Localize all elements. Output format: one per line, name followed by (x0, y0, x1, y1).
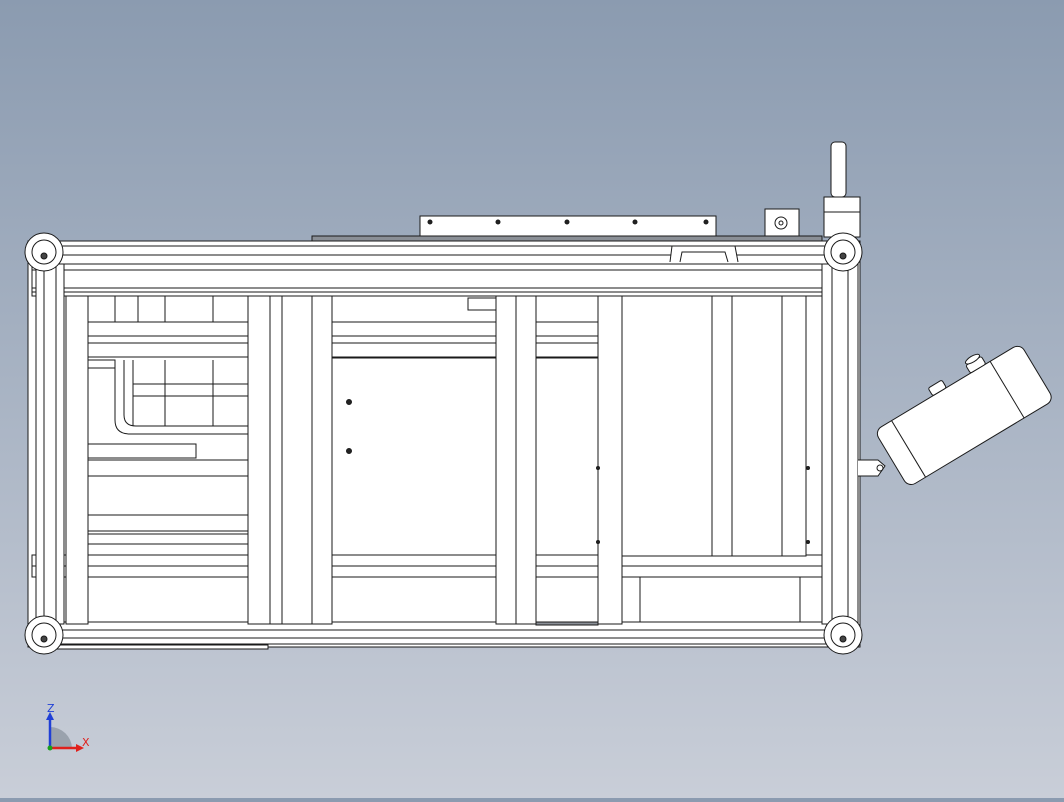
axis-label-x: X (82, 736, 90, 749)
side-rails (35, 263, 859, 625)
inner-posts (65, 295, 823, 625)
upper-crossbars (87, 297, 599, 358)
coordinate-triad-icon: Z X (46, 702, 90, 752)
left-cage (87, 295, 249, 545)
panel-fasteners (596, 466, 810, 544)
axis-label-z: Z (47, 702, 55, 715)
sensor-bracket (764, 208, 800, 237)
bottom-lip (39, 644, 269, 650)
top-mounting-plate (311, 215, 823, 243)
top-handle (669, 245, 739, 263)
control-box (858, 345, 1052, 486)
caster-wheel-icon (24, 615, 64, 655)
caster-wheel-icon (823, 232, 863, 272)
central-panel (331, 295, 801, 626)
caster-wheel-icon (823, 615, 863, 655)
handle-post (823, 141, 861, 238)
caster-wheel-icon (24, 232, 64, 272)
